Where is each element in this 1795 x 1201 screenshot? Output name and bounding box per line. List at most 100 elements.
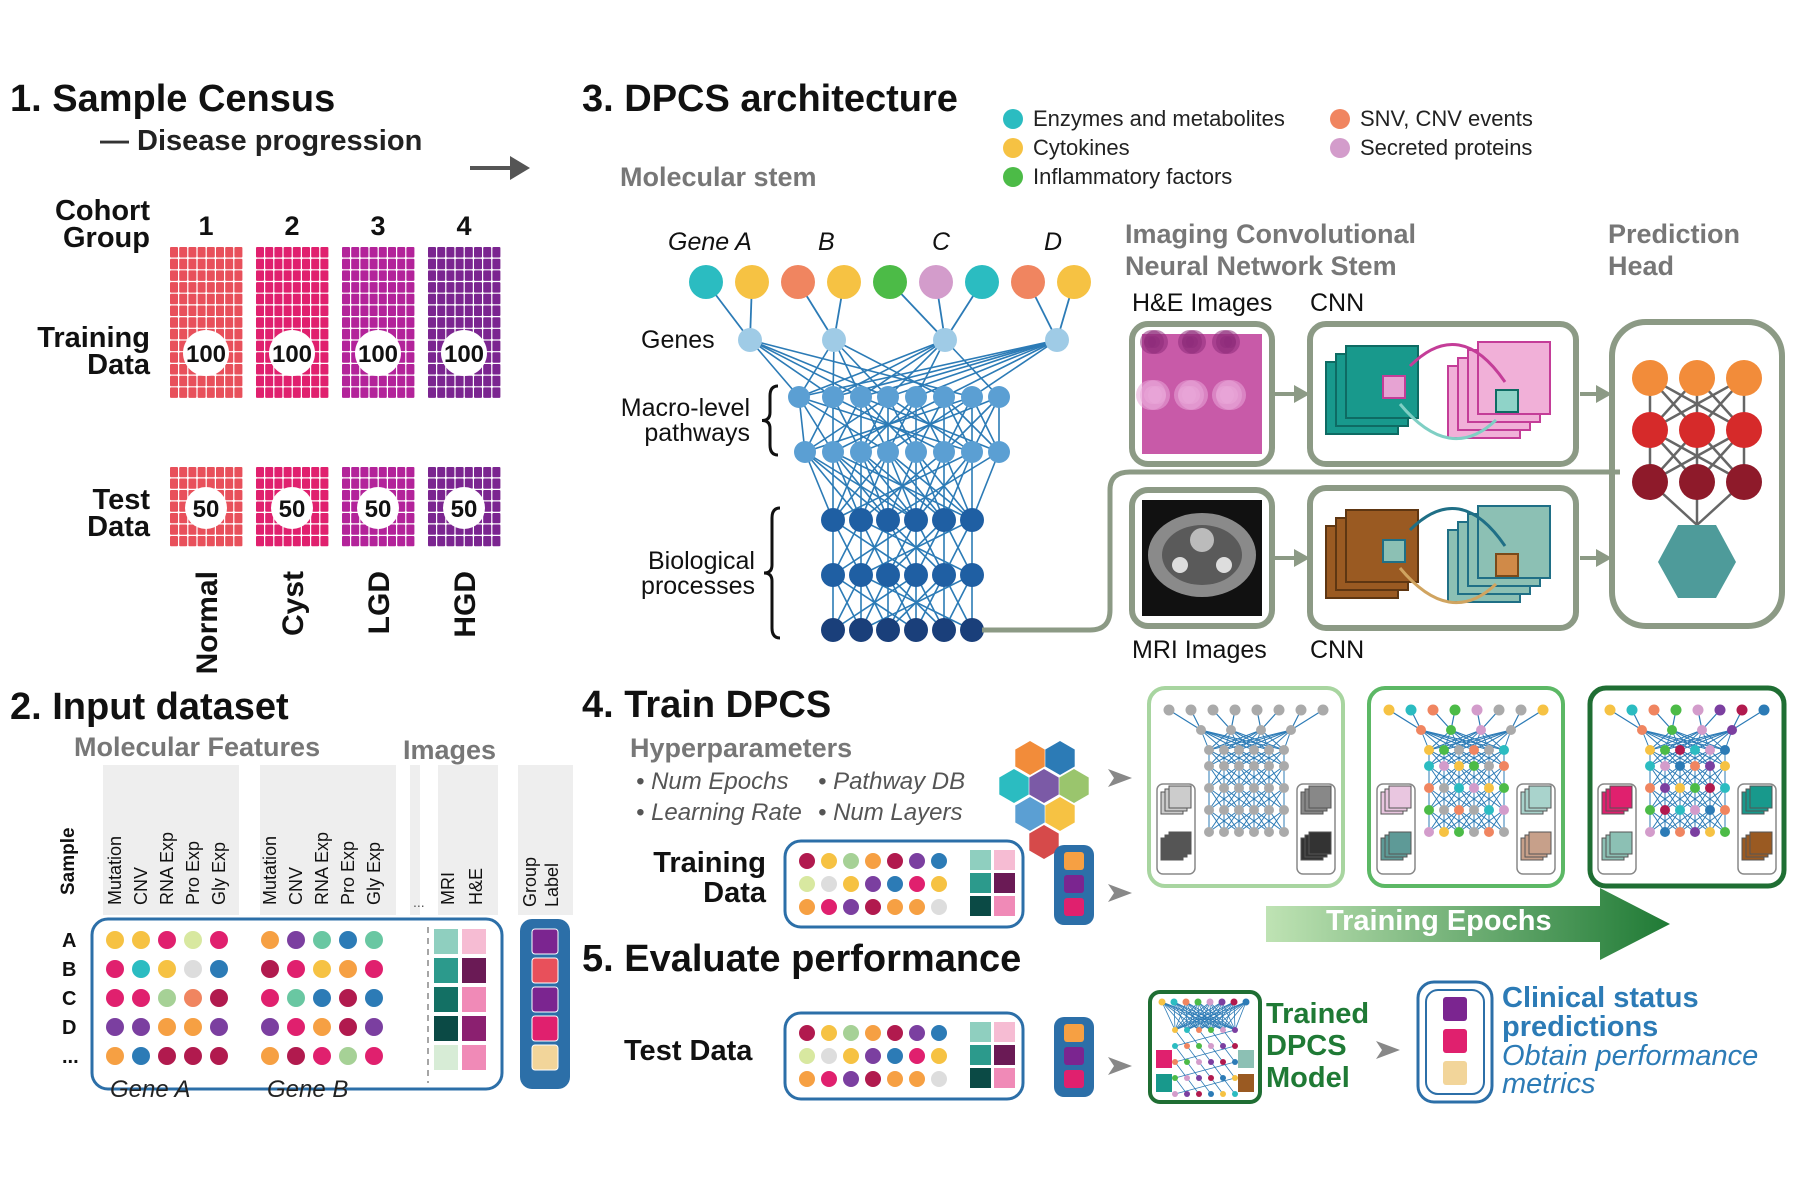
mini-feature-map <box>1238 1050 1254 1068</box>
census-cell <box>197 387 206 398</box>
mini-node <box>1249 805 1259 815</box>
p4-training-line1: Training <box>653 847 766 879</box>
census-cell <box>492 387 501 398</box>
census-cell <box>474 293 482 305</box>
output-hexagon <box>1658 525 1736 598</box>
mini-edge <box>1458 729 1512 751</box>
mini-feature-map <box>1156 1074 1172 1092</box>
census-cell <box>378 387 387 398</box>
hp-learning-rate: • Learning Rate <box>636 799 802 826</box>
pathway-node <box>988 386 1010 408</box>
census-cell <box>234 513 243 524</box>
panel4-title: 4. Train DPCS <box>582 684 832 726</box>
cohort-group-label: Cohort Group <box>44 197 150 253</box>
census-cell <box>397 524 406 535</box>
legend-inflammatory-text: Inflammatory factors <box>1033 164 1233 189</box>
census-cell <box>492 478 501 489</box>
ellipsis-header: ... <box>413 894 425 910</box>
census-cell <box>437 282 446 293</box>
feature-dot <box>132 1018 150 1036</box>
census-cell <box>225 501 234 512</box>
network-edge <box>887 339 946 398</box>
mini-node <box>1249 761 1259 771</box>
census-cell <box>474 270 482 281</box>
census-cell <box>406 478 415 489</box>
census-cell <box>170 364 178 375</box>
census-cell <box>265 387 274 398</box>
census-cell <box>216 478 224 489</box>
arrow-head-icon <box>1108 769 1132 787</box>
mini-node <box>1220 1091 1226 1097</box>
header-band <box>260 765 396 915</box>
feature-dot <box>313 931 331 949</box>
prediction-line2: Head <box>1608 251 1675 281</box>
mini-node <box>1454 783 1464 793</box>
census-cell <box>342 352 350 363</box>
mri-swatch <box>434 1016 458 1041</box>
pathway-node <box>905 386 927 408</box>
gene-label-b: B <box>818 228 835 256</box>
mini-node <box>1204 827 1214 837</box>
training-label-line1: Training <box>37 322 150 354</box>
mini-edge <box>1458 809 1490 833</box>
mini-edge <box>1694 749 1726 767</box>
census-cell <box>464 258 473 270</box>
census-cell <box>437 524 446 535</box>
census-cell <box>206 270 215 281</box>
mini-node <box>1645 805 1655 815</box>
census-cell <box>225 513 234 524</box>
head-node <box>1726 464 1762 500</box>
census-cell <box>292 317 301 328</box>
census-cell <box>388 247 396 258</box>
census-cell <box>342 387 350 398</box>
census-cell <box>474 305 482 316</box>
census-cell <box>483 478 492 489</box>
hyperparameter-hex <box>1059 769 1089 803</box>
census-cell <box>446 478 455 489</box>
mri-images-label: MRI Images <box>1132 636 1267 664</box>
mini-node <box>1499 805 1509 815</box>
mini-node <box>1439 761 1449 771</box>
census-cell <box>492 375 501 387</box>
mini-edge <box>1679 729 1733 751</box>
images-label: Images <box>403 735 497 765</box>
mini-node <box>1675 805 1685 815</box>
census-cell <box>311 478 320 489</box>
census-cell <box>378 536 387 547</box>
group-swatch <box>531 986 559 1013</box>
mini-node <box>1705 761 1715 771</box>
census-cell <box>206 536 215 547</box>
mini-node <box>1660 827 1670 837</box>
census-cell <box>170 317 178 328</box>
row-label: C <box>62 988 76 1010</box>
mini-feature-map <box>1528 831 1552 855</box>
census-cell <box>216 375 224 387</box>
hyperparameter-hex <box>1029 825 1059 859</box>
census-cell <box>342 293 350 305</box>
mini-edge <box>1208 749 1240 767</box>
census-cell <box>378 247 387 258</box>
mini-edge <box>1458 787 1490 811</box>
census-cell <box>188 270 197 281</box>
mini-node <box>1220 1059 1226 1065</box>
panel3-title: 3. DPCS architecture <box>582 78 958 120</box>
mini-edge <box>1458 765 1490 789</box>
count-badge <box>357 487 399 529</box>
mini-edge <box>1208 765 1240 789</box>
pathway-node <box>877 386 899 408</box>
census-cell <box>234 352 243 363</box>
count-badge <box>443 487 485 529</box>
census-cell <box>311 282 320 293</box>
census-cell <box>216 270 224 281</box>
mini-edge <box>1174 1045 1236 1063</box>
mini-edge <box>1694 729 1733 751</box>
mini-node <box>1424 761 1434 771</box>
census-cell <box>446 524 455 535</box>
census-cell <box>474 467 482 478</box>
census-cell <box>234 467 243 478</box>
census-cell <box>342 305 350 316</box>
mini-node <box>1471 704 1483 716</box>
prediction-swatch <box>1443 1029 1467 1053</box>
mini-node <box>1736 704 1748 716</box>
